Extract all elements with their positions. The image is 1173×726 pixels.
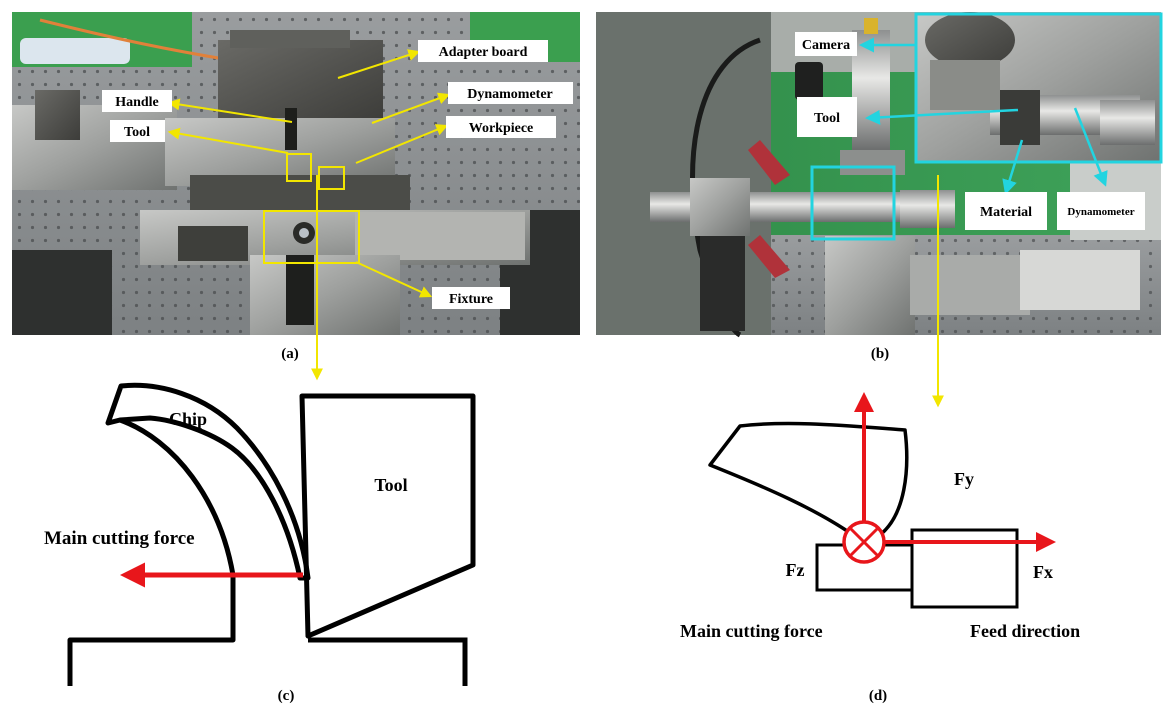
caption-a: (a)	[281, 346, 299, 362]
caption-d: (d)	[869, 688, 887, 704]
panel-a-labels: Adapter board Dynamometer Workpiece Hand…	[102, 40, 573, 309]
svg-text:Dynamometer: Dynamometer	[1067, 206, 1134, 218]
caption-c: (c)	[278, 688, 295, 704]
chip-shape	[105, 382, 311, 581]
label-adapter-board: Adapter board	[418, 40, 548, 62]
label-tool-b: Tool	[797, 97, 857, 137]
fx-label: Fx	[1033, 562, 1053, 582]
svg-text:Workpiece: Workpiece	[469, 121, 534, 136]
svg-text:Material: Material	[980, 205, 1032, 220]
label-tool-a: Tool	[110, 120, 165, 142]
tool-shape	[299, 393, 476, 639]
svg-text:Dynamometer: Dynamometer	[467, 87, 553, 102]
chip-label: Chip	[169, 409, 207, 429]
fz-circle-symbol	[842, 520, 886, 564]
workpiece-base	[308, 637, 468, 686]
fz-label: Fz	[786, 560, 805, 580]
svg-text:Adapter board: Adapter board	[439, 45, 528, 60]
panel-b-photo	[596, 12, 1163, 338]
workpiece-block-d	[910, 528, 1019, 609]
fy-label: Fy	[954, 469, 974, 489]
panel-a-photo	[12, 12, 580, 335]
panel-b-callout-arrows	[859, 37, 1108, 195]
label-handle: Handle	[102, 90, 172, 112]
main-cutting-force-label-c: Main cutting force	[44, 528, 195, 549]
label-dynamometer-a: Dynamometer	[448, 82, 573, 104]
svg-text:Tool: Tool	[814, 111, 840, 126]
svg-text:Tool: Tool	[124, 125, 150, 140]
label-dynamometer-b: Dynamometer	[1057, 192, 1145, 230]
tool-label-c: Tool	[374, 475, 407, 495]
panel-c-diagram: Chip Tool Main cutting force	[44, 382, 476, 686]
panel-b-labels: Camera Tool Material Dynamometer	[795, 32, 1145, 230]
svg-text:Handle: Handle	[115, 95, 159, 110]
feed-direction-label: Feed direction	[970, 621, 1080, 641]
chip-outline-d	[708, 421, 909, 542]
svg-text:Camera: Camera	[802, 38, 850, 53]
label-material: Material	[965, 192, 1047, 230]
svg-text:Fixture: Fixture	[449, 292, 493, 307]
label-fixture: Fixture	[432, 287, 510, 309]
panel-d-diagram: Fy Fz Fx Main cutting force Feed directi…	[680, 392, 1080, 641]
label-camera: Camera	[795, 32, 857, 56]
panel-a-callout-arrows	[167, 49, 451, 381]
chip-tail	[67, 417, 236, 686]
main-cutting-force-label-d: Main cutting force	[680, 621, 823, 641]
caption-b: (b)	[871, 346, 889, 362]
label-workpiece: Workpiece	[446, 116, 556, 138]
